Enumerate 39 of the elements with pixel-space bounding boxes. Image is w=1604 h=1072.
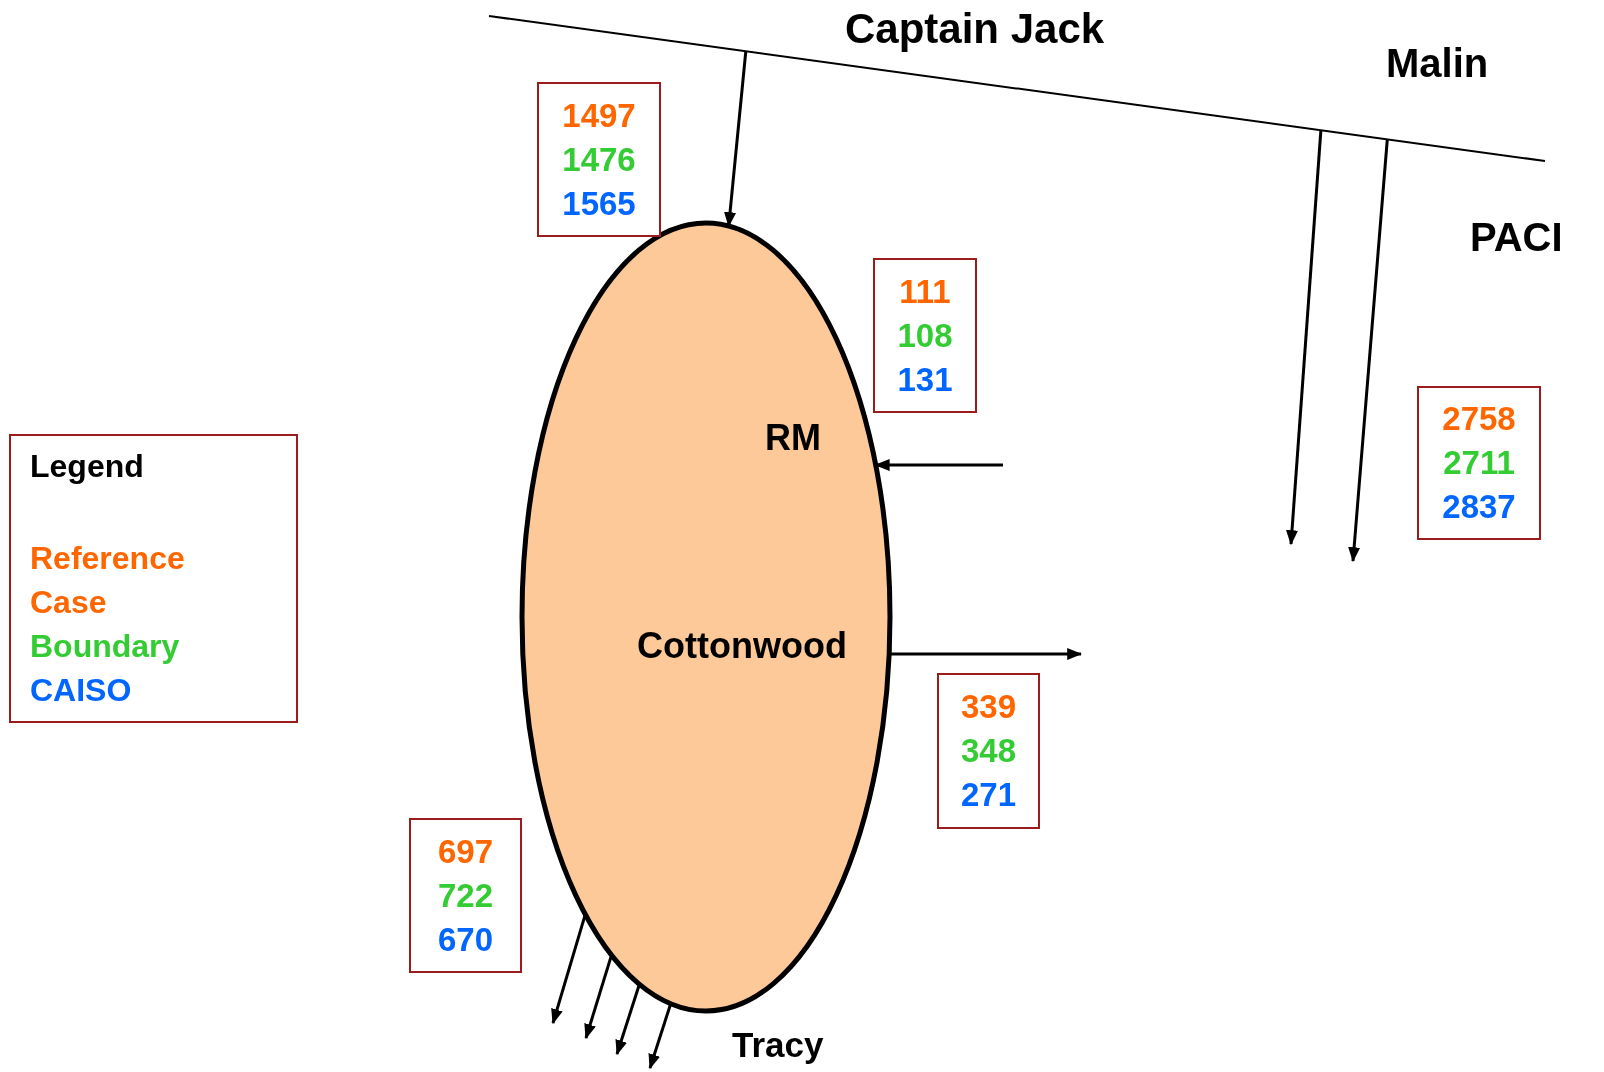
flow-arrow — [874, 459, 1003, 471]
flow-arrow — [584, 954, 613, 1040]
flow-value: 348 — [960, 731, 1017, 771]
value-box — [937, 673, 1040, 829]
flow-value: 1476 — [562, 139, 636, 180]
flow-arrow — [648, 1003, 673, 1070]
flow-value: 697 — [437, 831, 494, 872]
value-box — [409, 818, 522, 973]
place-label: Cottonwood — [637, 626, 847, 666]
place-label: RM — [765, 418, 821, 458]
flow-value: 1497 — [562, 95, 636, 136]
flow-value: 2758 — [1442, 399, 1516, 439]
flow-arrow — [551, 913, 587, 1025]
place-label: Captain Jack — [845, 5, 1105, 53]
flow-arrow — [889, 648, 1083, 660]
flow-value: 271 — [960, 775, 1017, 815]
flow-arrow — [1286, 130, 1323, 546]
area-ellipse — [519, 220, 893, 1014]
place-label: PACI — [1470, 215, 1563, 259]
flow-value: 670 — [437, 919, 494, 960]
value-box — [1417, 386, 1541, 540]
value-box — [537, 82, 661, 237]
flow-value: 108 — [897, 315, 953, 356]
flow-value: 131 — [897, 359, 953, 400]
flow-value: 722 — [437, 875, 494, 916]
flow-arrow — [1348, 139, 1389, 563]
value-box — [873, 258, 977, 413]
legend-entry: Reference Case — [30, 539, 186, 622]
flow-value: 2837 — [1442, 487, 1516, 527]
flow-value: 2711 — [1443, 443, 1515, 483]
flow-value: 339 — [960, 687, 1017, 727]
flow-value: 1565 — [562, 183, 636, 224]
legend-entry: Boundary — [30, 627, 181, 666]
flow-arrow — [615, 983, 641, 1056]
legend-entry: CAISO — [30, 671, 133, 710]
place-label: Tracy — [732, 1025, 824, 1065]
place-label: Malin — [1386, 41, 1489, 85]
flow-value: 111 — [899, 271, 951, 312]
legend-title: Legend — [30, 449, 144, 485]
